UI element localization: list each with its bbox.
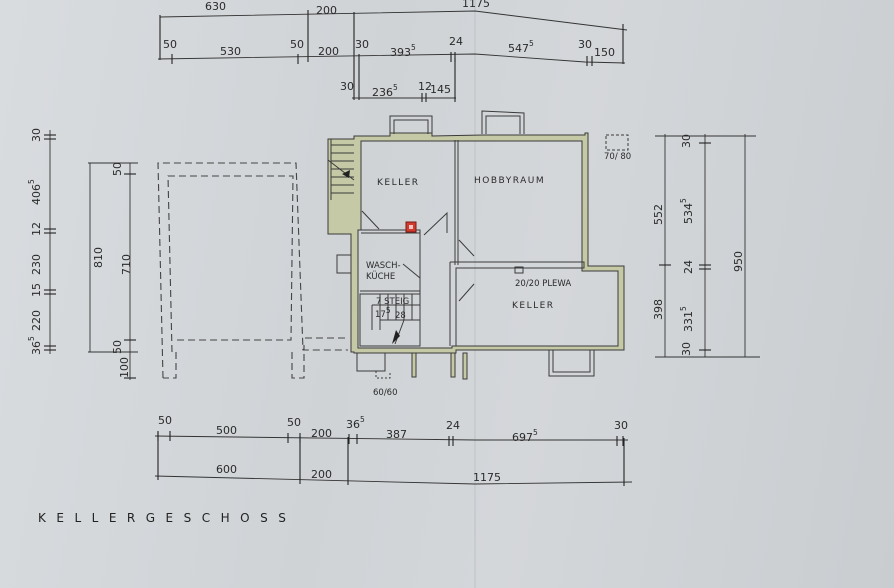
garage-outline-dashed [157, 162, 348, 379]
dim-bottom-387: 387 [386, 428, 407, 441]
dim-200: 200 [318, 45, 339, 58]
dim-right-534-5: 5345 [679, 198, 695, 224]
room-label-keller-2: KELLER [512, 301, 555, 311]
drawing-title: KELLERGESCHOSS [38, 511, 296, 525]
stair-rise-label: 175 [375, 306, 391, 320]
dim-right-398: 398 [652, 299, 665, 320]
lightwell-right: 70/ 80 [604, 134, 631, 162]
dim-right-30-top: 30 [680, 134, 693, 148]
lightwell-bottom-label: 60/60 [373, 388, 398, 398]
dim-right-30-bottom: 30 [680, 342, 693, 356]
dim-left-220: 220 [30, 310, 43, 331]
stair-arrow-icon [342, 170, 350, 178]
dim-sub-12: 12 [418, 80, 432, 93]
dim-bottom-500: 500 [216, 424, 237, 437]
dim-393-5: 3935 [390, 43, 416, 59]
dim-left-406-5: 4065 [27, 179, 43, 205]
dim-top-1175: 1175 [462, 0, 490, 10]
dim-garage-810: 810 [92, 247, 105, 268]
dim-bottom-50-b: 50 [287, 416, 301, 429]
dim-bottom-24: 24 [446, 419, 460, 432]
dim-bottom-36-5: 365 [346, 415, 365, 431]
room-label-waschkueche-1: WASCH- [366, 261, 401, 271]
room-label-waschkueche-2: KÜCHE [366, 271, 395, 282]
stair-arrow-icon [392, 330, 400, 344]
dim-sub-236-5: 2365 [372, 83, 398, 99]
dim-50-a: 50 [163, 38, 177, 51]
dim-24: 24 [449, 35, 463, 48]
dim-right-331-5: 3315 [679, 306, 695, 332]
room-label-keller: KELLER [377, 178, 420, 188]
window-bay-top-left [389, 115, 433, 134]
right-dimension-chain: 552 398 950 30 5345 24 3315 30 [652, 134, 760, 358]
dim-30: 30 [355, 38, 369, 51]
top-dimension-chain-inner: 50 530 50 200 30 3935 24 5475 30 150 [157, 35, 626, 100]
dim-left-15: 15 [30, 283, 43, 297]
bottom-dimension-chain-outer: 600 200 1175 [154, 432, 633, 486]
outer-walls [327, 132, 625, 354]
dim-right-950: 950 [732, 251, 745, 272]
top-dimension-chain-sub: 30 2365 12 145 [340, 58, 456, 102]
door-swings [361, 210, 475, 302]
plewa-label: 20/20 PLEWA [515, 279, 571, 289]
dim-bottom-outer-200: 200 [311, 468, 332, 481]
dim-sub-145: 145 [430, 83, 451, 96]
dim-bottom-30: 30 [614, 419, 628, 432]
interior-stairs [359, 293, 421, 347]
dim-bottom-697-5: 6975 [512, 428, 538, 444]
dim-garage-50-bottom: 50 [111, 340, 124, 354]
dim-50-b: 50 [290, 38, 304, 51]
dim-bottom-200: 200 [311, 427, 332, 440]
dim-top-630: 630 [205, 0, 226, 13]
dim-left-12: 12 [30, 222, 43, 236]
lightwell-bottom [356, 353, 386, 372]
dim-left-230: 230 [30, 254, 43, 275]
dim-bottom-1175: 1175 [473, 471, 501, 484]
pillar [450, 352, 456, 378]
dim-left-36-5: 365 [27, 336, 43, 355]
stair-tread-label: 28 [395, 311, 406, 321]
room-label-hobbyraum: HOBBYRAUM [474, 176, 545, 186]
dim-547-5: 5475 [508, 39, 534, 55]
garage-dimension-chain: 810 710 50 50 100 [88, 162, 138, 380]
lightwell-right-label: 70/ 80 [604, 152, 631, 162]
dim-530: 530 [220, 45, 241, 58]
dim-top-200: 200 [316, 4, 337, 17]
dim-garage-710: 710 [120, 254, 133, 275]
dim-garage-50-top: 50 [111, 162, 124, 176]
window-bay-bottom [548, 350, 595, 377]
dim-right-552: 552 [652, 204, 665, 225]
stair-steps-label: 7 STEIG [376, 297, 409, 307]
dim-sub-30: 30 [340, 80, 354, 93]
dim-bottom-50-a: 50 [158, 414, 172, 427]
pillar [411, 352, 417, 378]
building: KELLER HOBBYRAUM WASCH- KÜCHE KELLER 7 S… [327, 110, 625, 380]
dim-150: 150 [594, 46, 615, 59]
left-dimension-chain: 30 4065 12 230 15 220 365 [27, 128, 56, 355]
dim-left-30: 30 [30, 128, 43, 142]
plewa-shaft-icon [514, 266, 524, 274]
exterior-stairs [327, 139, 355, 200]
bottom-dimension-chain-inner: 50 500 50 200 365 387 24 6975 30 [154, 414, 628, 446]
pillar [462, 352, 468, 380]
window-bay-left [336, 254, 351, 274]
dim-30-b: 30 [578, 38, 592, 51]
dim-right-24: 24 [682, 260, 695, 274]
dim-bottom-600: 600 [216, 463, 237, 476]
dim-garage-100: 100 [118, 357, 131, 378]
window-bay-top-right [481, 110, 525, 134]
